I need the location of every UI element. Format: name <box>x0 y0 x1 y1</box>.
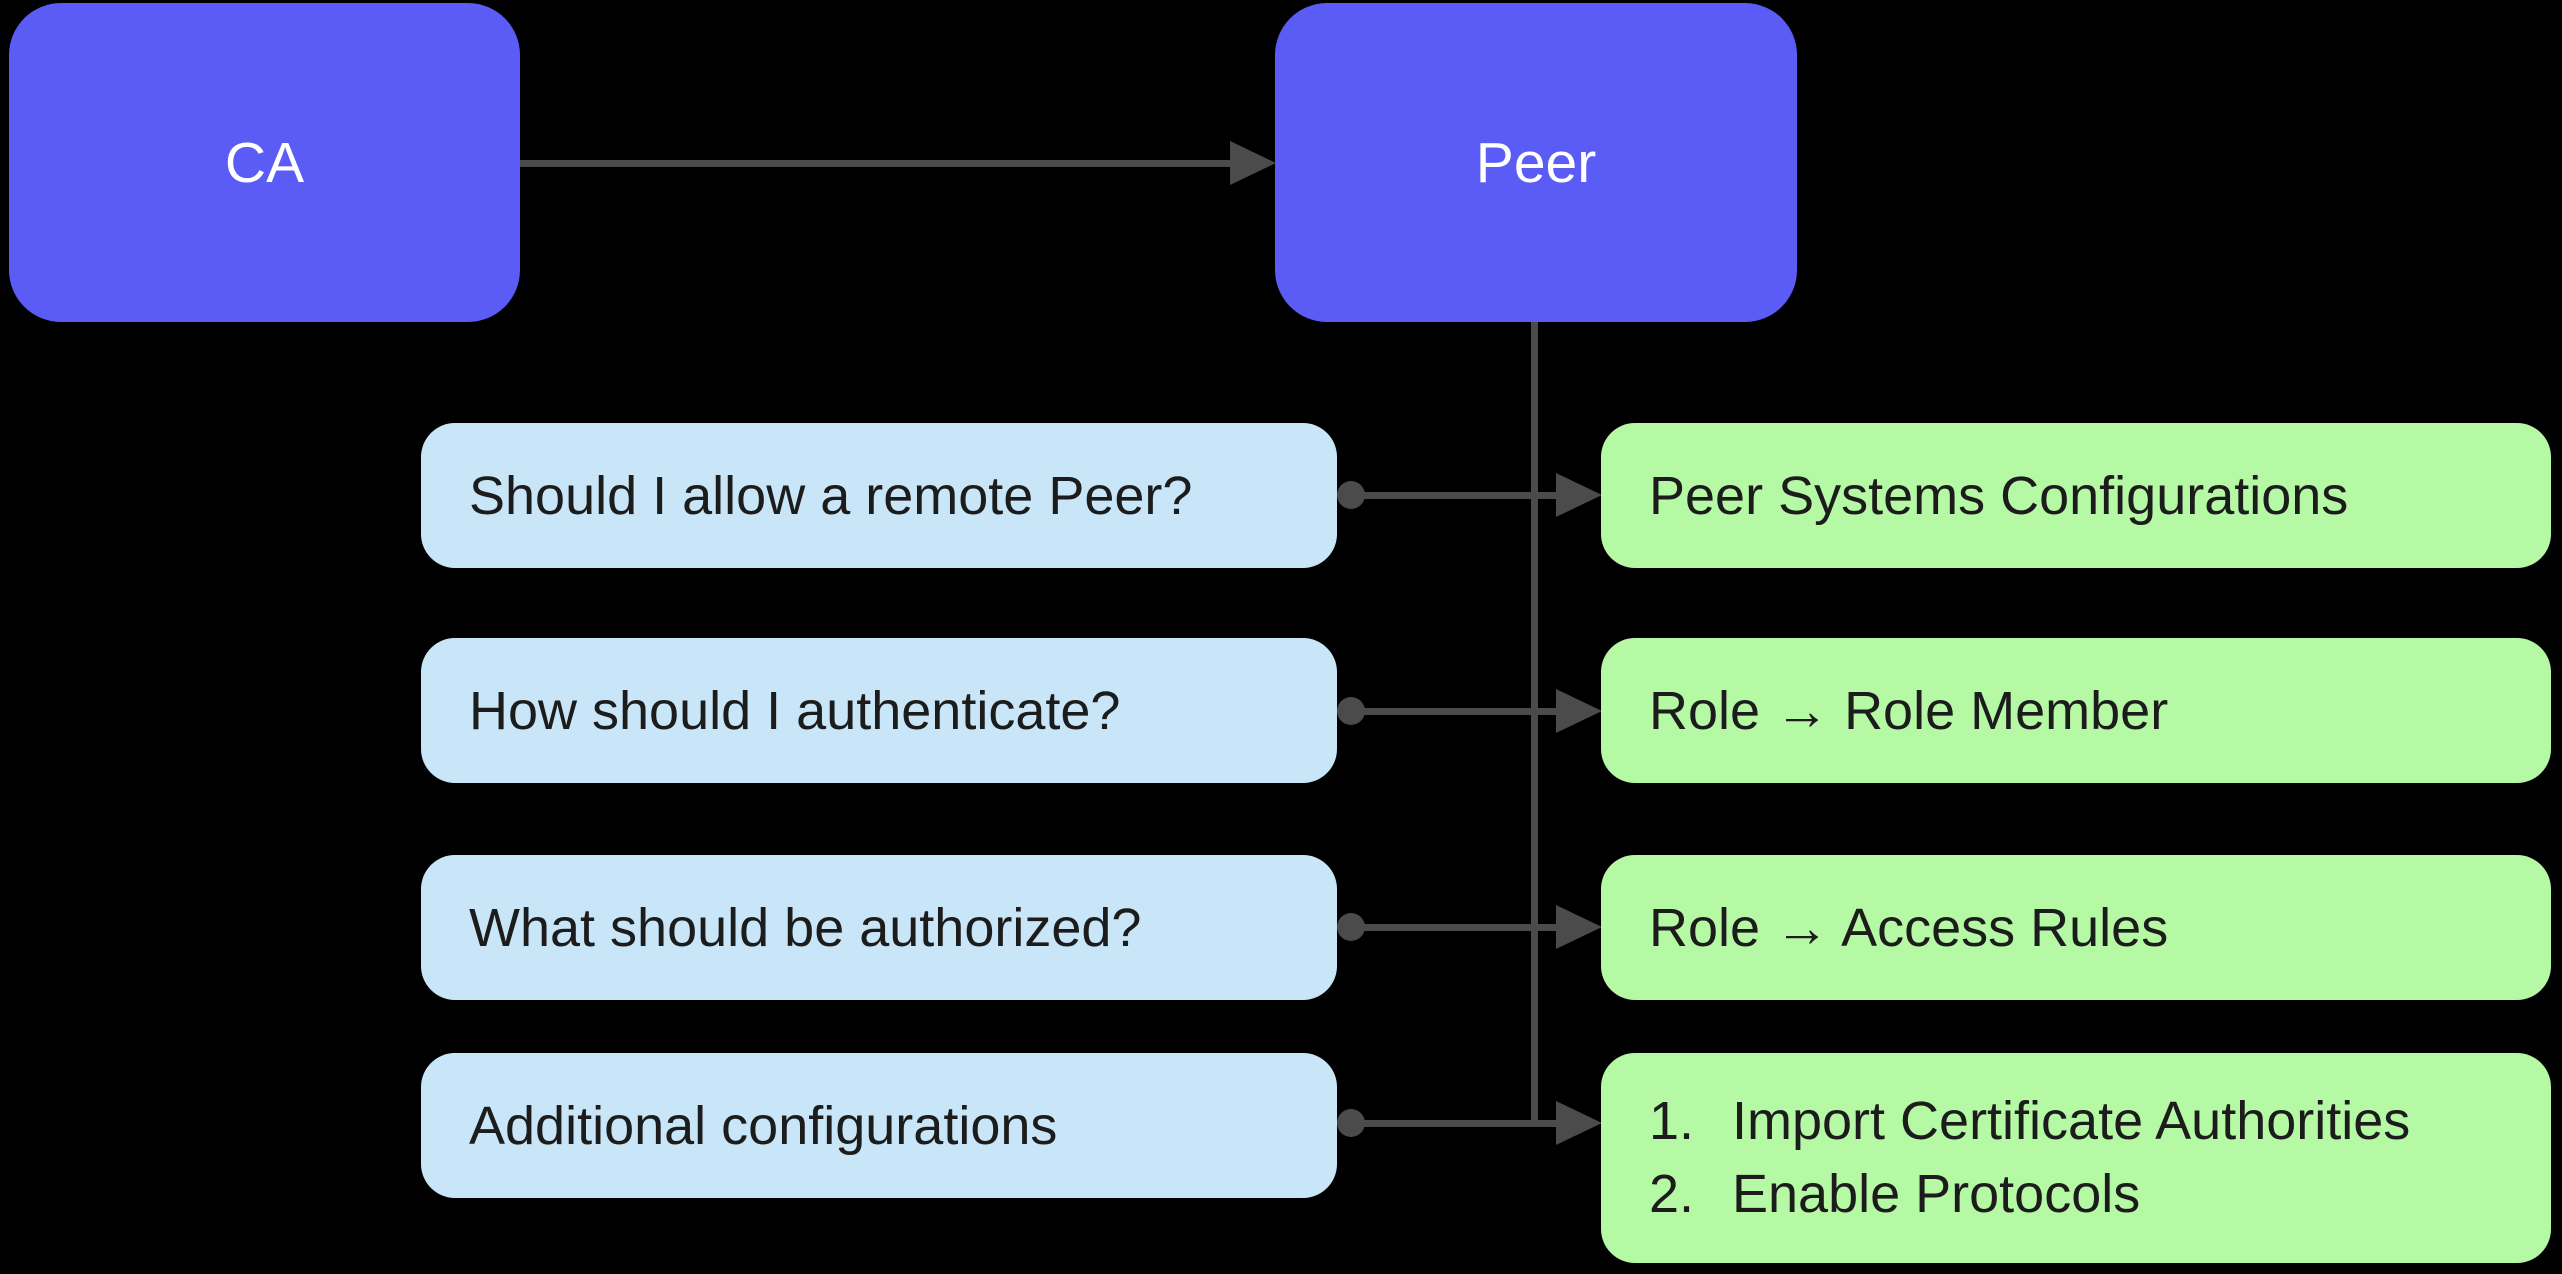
list-item-text: Enable Protocols <box>1732 1164 2141 1224</box>
ca-to-peer-arrowhead-icon <box>1230 141 1276 185</box>
answer-box-role-member: Role → Role Member <box>1601 638 2551 783</box>
list-item-text: Import Certificate Authorities <box>1732 1090 2411 1151</box>
connector-arrowhead-icon <box>1556 473 1602 517</box>
question-box-remote-peer: Should I allow a remote Peer? <box>421 423 1337 568</box>
answer-list-item: 2. Enable Protocols <box>1649 1164 2141 1224</box>
node-peer-label: Peer <box>1475 130 1597 195</box>
question-box-authorized: What should be authorized? <box>421 855 1337 1000</box>
peer-branch-line <box>1531 322 1538 1127</box>
question-box-additional-configs: Additional configurations <box>421 1053 1337 1198</box>
question-label: What should be authorized? <box>469 897 1142 958</box>
connector-line <box>1347 708 1558 715</box>
connector-line <box>1347 1120 1558 1127</box>
answer-list-item: 1. Import Certificate Authorities <box>1649 1090 2411 1151</box>
node-ca: CA <box>9 3 520 322</box>
question-label: Should I allow a remote Peer? <box>469 465 1193 526</box>
answer-box-additional-steps: 1. Import Certificate Authorities 2. Ena… <box>1601 1053 2551 1263</box>
question-label: Additional configurations <box>469 1095 1058 1156</box>
question-box-authenticate: How should I authenticate? <box>421 638 1337 783</box>
answer-label: Role → Role Member <box>1649 680 2169 741</box>
connector-arrowhead-icon <box>1556 905 1602 949</box>
connector-arrowhead-icon <box>1556 689 1602 733</box>
answer-label: Role → Access Rules <box>1649 897 2169 958</box>
node-ca-label: CA <box>224 130 305 195</box>
question-label: How should I authenticate? <box>469 680 1121 741</box>
connector-arrowhead-icon <box>1556 1101 1602 1145</box>
connector-line <box>1347 492 1558 499</box>
list-number: 1. <box>1649 1090 1695 1151</box>
ca-to-peer-arrow-line <box>520 160 1232 167</box>
connector-line <box>1347 924 1558 931</box>
answer-box-access-rules: Role → Access Rules <box>1601 855 2551 1000</box>
answer-label: Peer Systems Configurations <box>1649 465 2349 526</box>
answer-box-peer-systems: Peer Systems Configurations <box>1601 423 2551 568</box>
list-number: 2. <box>1649 1164 1695 1224</box>
node-peer: Peer <box>1275 3 1797 322</box>
